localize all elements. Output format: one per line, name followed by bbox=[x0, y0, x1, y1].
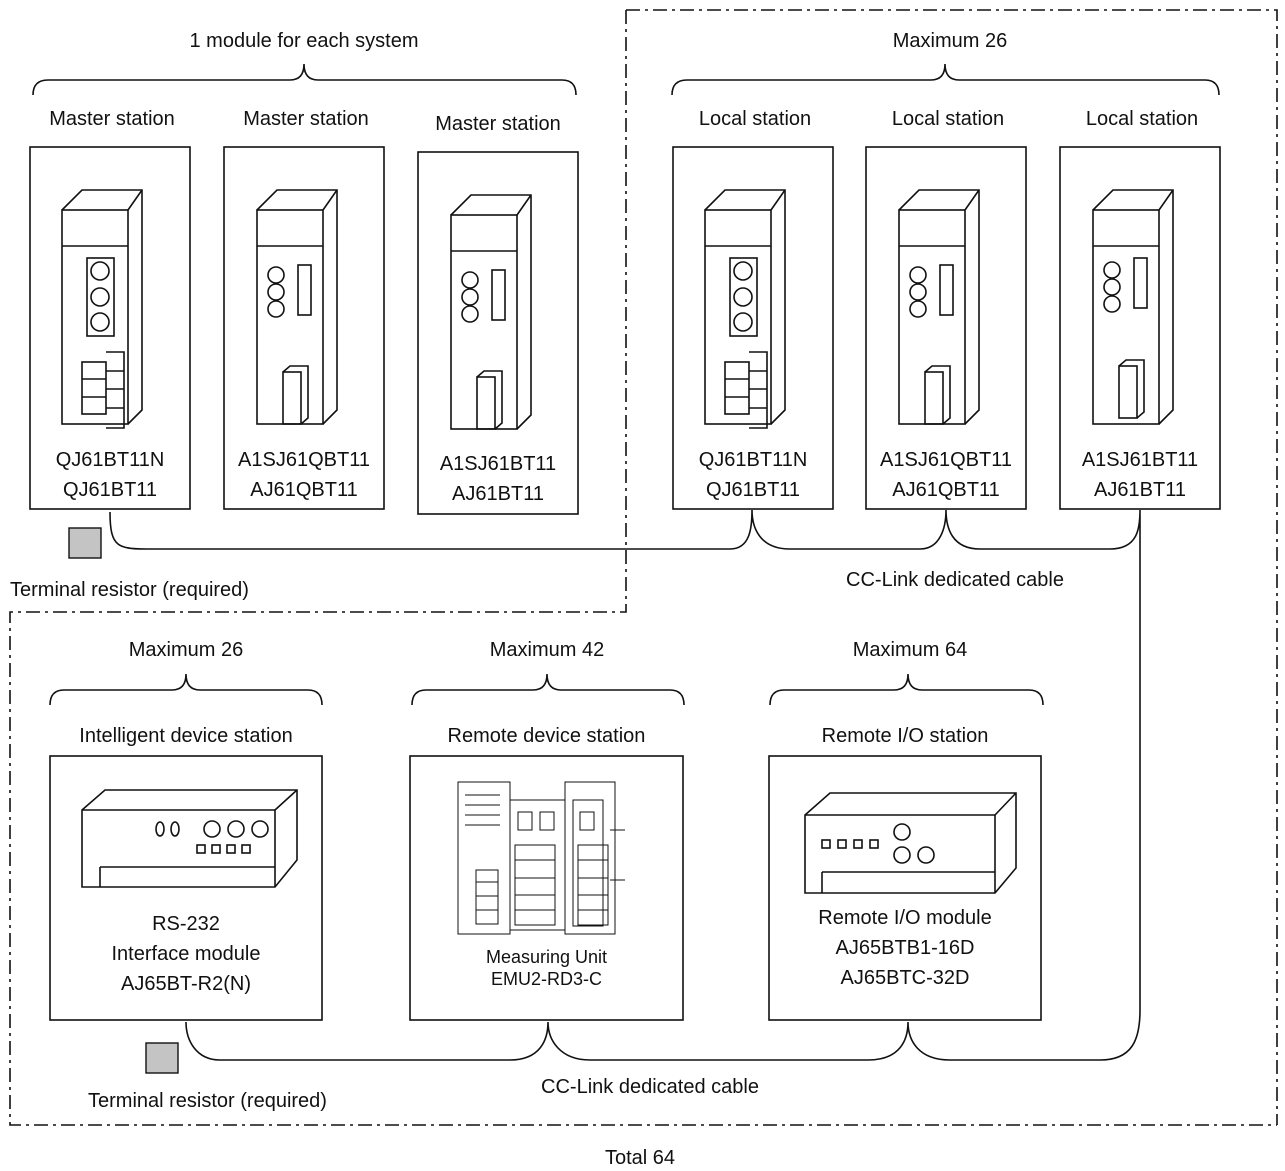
module-description: Measuring Unit bbox=[485, 947, 608, 967]
module-description: AJ65BTC-32D bbox=[840, 967, 970, 989]
model-name: A1SJ61QBT11 bbox=[880, 449, 1012, 471]
module-description: RS-232 bbox=[152, 913, 220, 935]
model-name: AJ61BT11 bbox=[1094, 479, 1186, 501]
local-station-models-3: A1SJ61BT11 AJ61BT11 bbox=[1050, 445, 1230, 505]
model-name: QJ61BT11 bbox=[62, 479, 158, 501]
module-illustration-a1sj61bt11-master bbox=[450, 194, 532, 430]
brace-intelligent-group bbox=[49, 673, 323, 706]
local-station-box-2 bbox=[865, 146, 1027, 510]
cable-label-top: CC-Link dedicated cable bbox=[846, 569, 1064, 591]
module-illustration-qj61bt11n-local bbox=[704, 189, 786, 429]
intelligent-device-station-box bbox=[49, 755, 323, 1021]
model-name: QJ61BT11 bbox=[705, 479, 801, 501]
local-station-box-1 bbox=[672, 146, 834, 510]
model-name: AJ61BT11 bbox=[452, 483, 544, 505]
max-label-remote-device: Maximum 42 bbox=[489, 639, 605, 661]
terminal-resistor-label-bottom: Terminal resistor (required) bbox=[88, 1090, 327, 1112]
model-name: QJ61BT11N bbox=[55, 449, 165, 471]
intelligent-device-station-title: Intelligent device station bbox=[79, 725, 293, 747]
master-station-title-1: Master station bbox=[49, 108, 175, 130]
master-station-models-1: QJ61BT11N QJ61BT11 bbox=[30, 445, 190, 505]
cable-label-bottom: CC-Link dedicated cable bbox=[541, 1076, 759, 1098]
max-label-remote-io: Maximum 64 bbox=[852, 639, 968, 661]
master-station-box-1 bbox=[29, 146, 191, 510]
model-name: A1SJ61BT11 bbox=[1081, 449, 1199, 471]
remote-io-module-illustration bbox=[804, 792, 1017, 894]
boundary-local-region bbox=[626, 9, 1278, 1125]
total-label: Total 64 bbox=[604, 1147, 676, 1169]
remote-io-station-box bbox=[768, 755, 1042, 1021]
terminal-resistor-label-top: Terminal resistor (required) bbox=[10, 579, 249, 601]
local-station-title-1: Local station bbox=[698, 108, 812, 130]
brace-remote-io-group bbox=[769, 673, 1044, 706]
terminal-resistor-bottom bbox=[145, 1042, 179, 1074]
local-station-models-1: QJ61BT11N QJ61BT11 bbox=[673, 445, 833, 505]
model-name: AJ61QBT11 bbox=[250, 479, 358, 501]
master-group-label: 1 module for each system bbox=[189, 30, 419, 52]
module-description: AJ65BT-R2(N) bbox=[120, 973, 252, 995]
module-description: Remote I/O module bbox=[818, 907, 992, 929]
module-description: AJ65BTB1-16D bbox=[835, 937, 975, 959]
master-station-box-2 bbox=[223, 146, 385, 510]
module-illustration-a1sj61qbt11-master bbox=[256, 189, 338, 425]
remote-device-station-title: Remote device station bbox=[447, 725, 646, 747]
rs232-module-text: RS-232 Interface module AJ65BT-R2(N) bbox=[50, 909, 322, 999]
model-name: A1SJ61QBT11 bbox=[238, 449, 370, 471]
local-station-title-3: Local station bbox=[1085, 108, 1199, 130]
module-description: Interface module bbox=[111, 943, 261, 965]
measuring-unit-text: Measuring Unit EMU2-RD3-C bbox=[410, 946, 683, 990]
local-station-box-3 bbox=[1059, 146, 1221, 510]
model-name: A1SJ61BT11 bbox=[439, 453, 557, 475]
master-station-models-2: A1SJ61QBT11 AJ61QBT11 bbox=[214, 445, 394, 505]
remote-io-module-text: Remote I/O module AJ65BTB1-16D AJ65BTC-3… bbox=[769, 903, 1041, 993]
cc-link-cable-top bbox=[109, 509, 1141, 1061]
module-description: EMU2-RD3-C bbox=[490, 969, 602, 989]
module-illustration-a1sj61bt11-local bbox=[1092, 189, 1174, 425]
terminal-resistor-top bbox=[68, 527, 102, 559]
brace-master-group bbox=[32, 63, 577, 96]
rs232-interface-module-illustration bbox=[81, 789, 298, 888]
module-illustration-a1sj61qbt11-local bbox=[898, 189, 980, 425]
master-station-title-2: Master station bbox=[243, 108, 369, 130]
measuring-unit-illustration bbox=[457, 781, 625, 935]
max-label-intelligent: Maximum 26 bbox=[128, 639, 244, 661]
boundary-bottom-region bbox=[9, 10, 1277, 1126]
model-name: AJ61QBT11 bbox=[892, 479, 1000, 501]
local-station-title-2: Local station bbox=[891, 108, 1005, 130]
brace-local-group bbox=[671, 63, 1220, 96]
master-station-title-3: Master station bbox=[435, 113, 561, 135]
master-station-box-3 bbox=[417, 151, 579, 515]
local-group-label: Maximum 26 bbox=[892, 30, 1008, 52]
brace-remote-device-group bbox=[411, 673, 685, 706]
module-illustration-qj61bt11n-master bbox=[61, 189, 143, 429]
local-station-models-2: A1SJ61QBT11 AJ61QBT11 bbox=[856, 445, 1036, 505]
remote-device-station-box bbox=[409, 755, 684, 1021]
remote-io-station-title: Remote I/O station bbox=[821, 725, 989, 747]
master-station-models-3: A1SJ61BT11 AJ61BT11 bbox=[408, 449, 588, 509]
model-name: QJ61BT11N bbox=[698, 449, 808, 471]
